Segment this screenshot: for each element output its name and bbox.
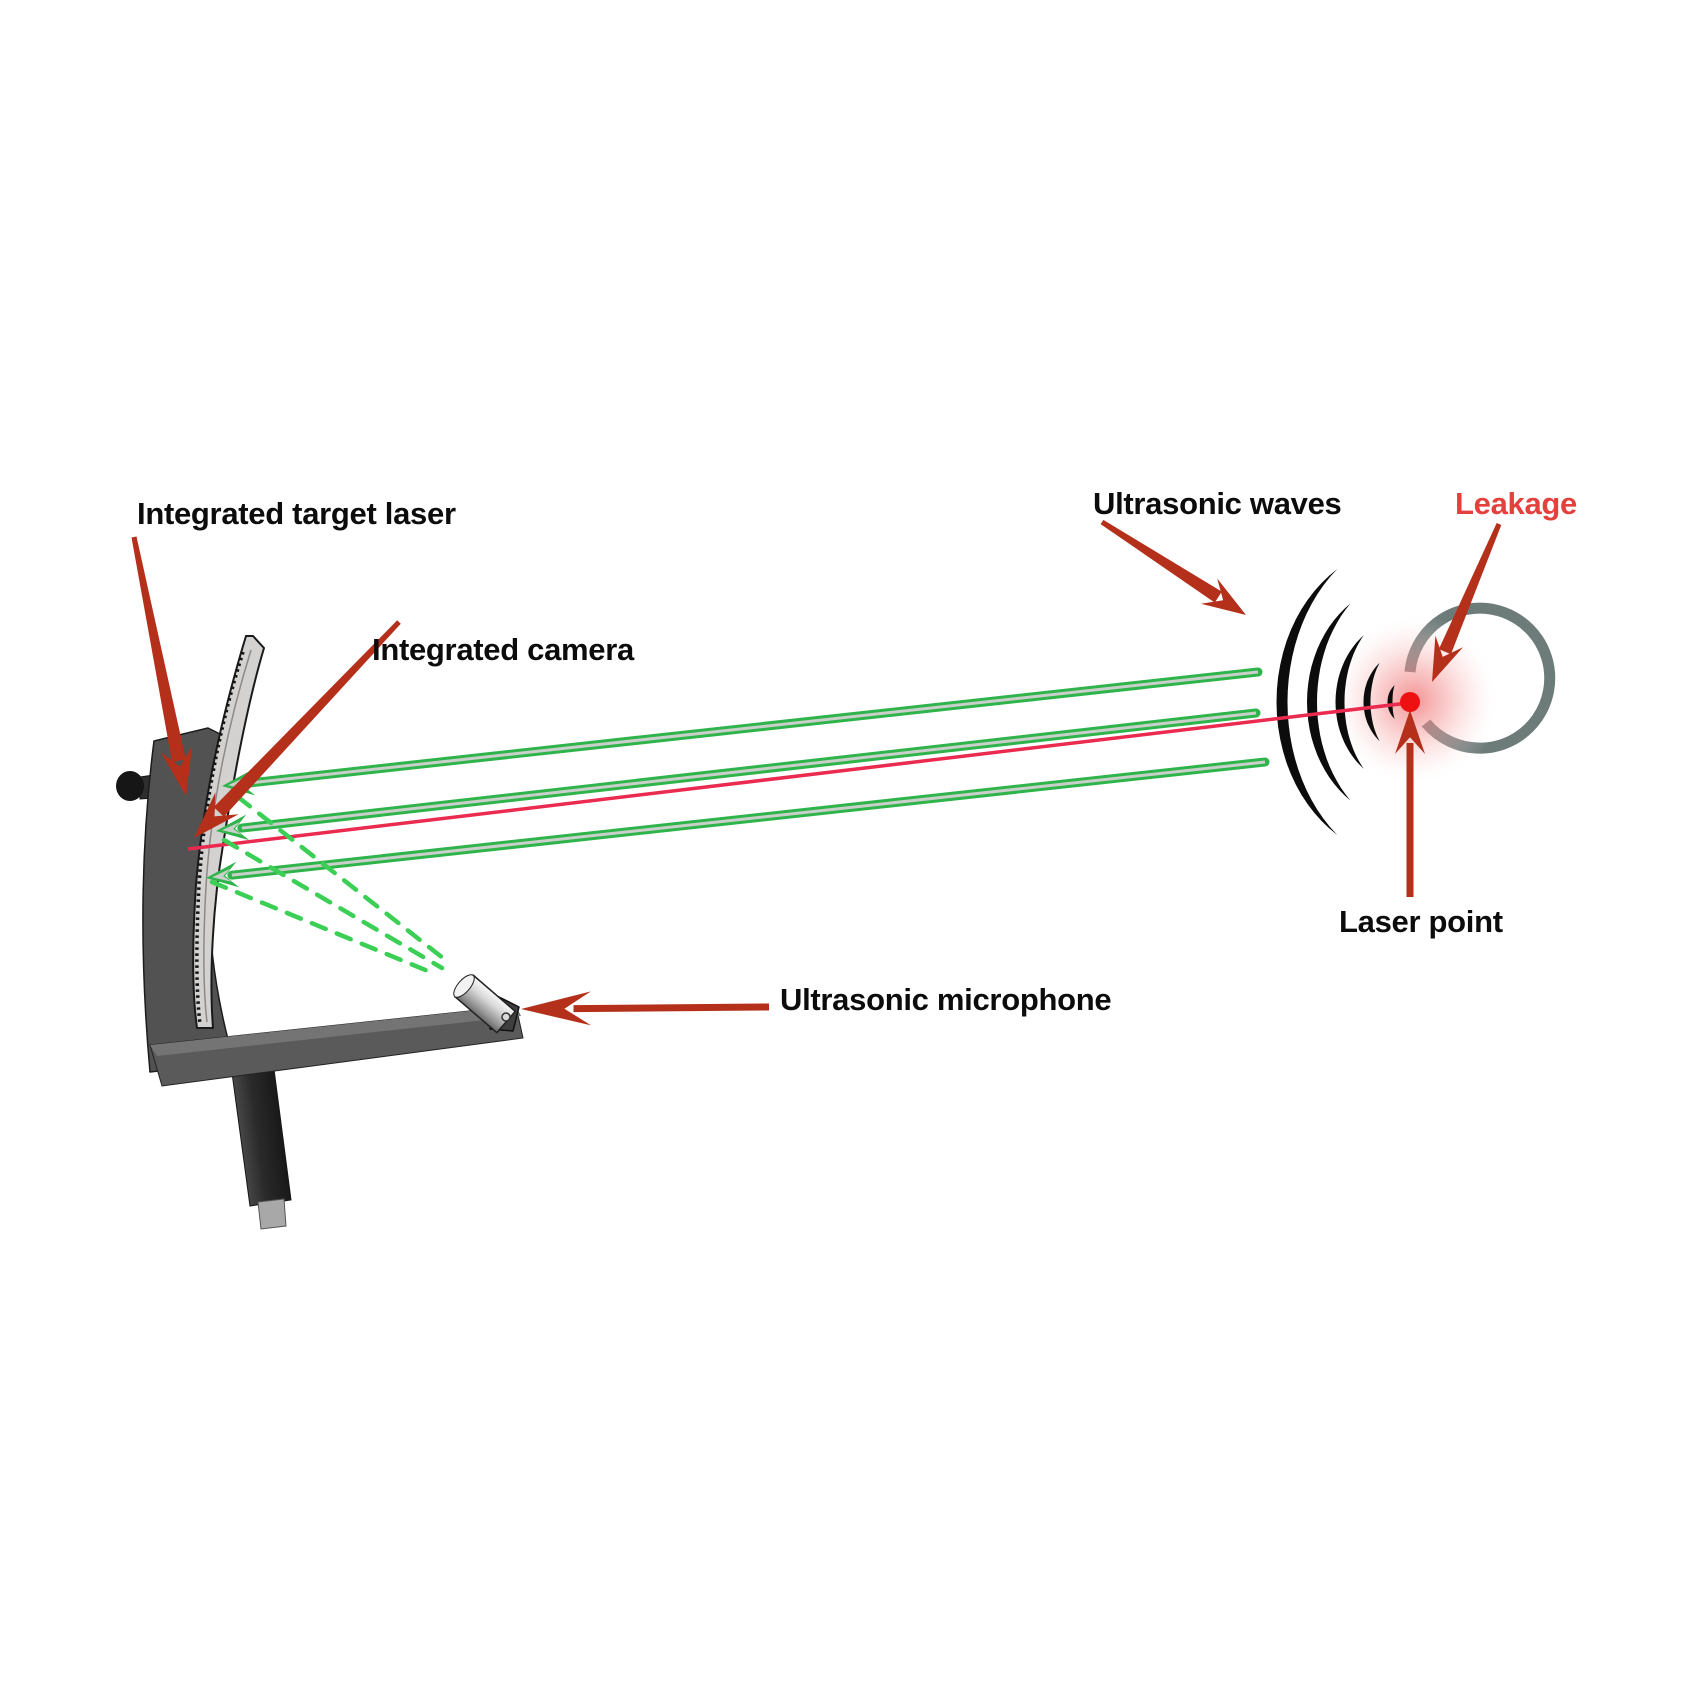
label-integrated-camera: Integrated camera xyxy=(372,632,634,667)
label-leakage: Leakage xyxy=(1455,486,1577,521)
laser-point-pointer-head xyxy=(1395,710,1425,754)
reflected-ray-3 xyxy=(209,879,438,977)
wave-arc-1 xyxy=(1276,568,1338,836)
wave-arc-3 xyxy=(1335,635,1364,769)
waves-pointer-shaft xyxy=(1100,519,1222,603)
ultrasonic-microphone xyxy=(453,974,520,1034)
beam-arrowhead-core xyxy=(222,821,242,835)
microphone-pointer-shaft xyxy=(573,1003,769,1013)
beam-shaft-core xyxy=(247,670,1259,785)
wave-arc-2 xyxy=(1307,603,1351,801)
wave-arc-5 xyxy=(1387,685,1395,719)
reflector-dish xyxy=(192,635,265,1029)
label-ultrasonic-waves: Ultrasonic waves xyxy=(1093,486,1342,521)
target-laser-pointer-shaft xyxy=(131,536,186,763)
label-laser-point: Laser point xyxy=(1339,904,1503,939)
waves-pointer-head xyxy=(1200,578,1246,615)
ultrasonic-wave-arcs xyxy=(1276,568,1395,836)
leakage-pointer-shaft xyxy=(1438,523,1502,655)
reflected-ray-1 xyxy=(235,794,451,965)
label-integrated-target-laser: Integrated target laser xyxy=(137,496,456,531)
beam-arrowhead-core xyxy=(212,868,232,882)
ultrasound-beam-3 xyxy=(206,757,1270,888)
adjustment-knob xyxy=(116,771,144,801)
dish-inner-edge xyxy=(203,649,252,1023)
target-laser-pointer-head xyxy=(160,745,193,796)
support-post xyxy=(229,1053,292,1207)
camera-pointer-shaft xyxy=(213,620,401,817)
microphone-pointer-head xyxy=(521,991,592,1026)
microphone-pointer xyxy=(521,991,769,1026)
leakage-pointer xyxy=(1432,523,1502,682)
dish-mesh-edge xyxy=(195,651,245,1025)
camera-pointer-head xyxy=(194,792,239,838)
beam-shaft-core xyxy=(231,760,1266,877)
beam-shaft-core xyxy=(241,711,1257,830)
label-ultrasonic-microphone: Ultrasonic microphone xyxy=(780,982,1112,1017)
laser-beam-line xyxy=(187,701,1409,851)
detector-support xyxy=(116,635,524,1230)
mic-tip-cap xyxy=(453,974,475,998)
ultrasound-beam-2 xyxy=(216,708,1261,841)
reflected-ray-2 xyxy=(221,837,445,971)
laser-point-dot xyxy=(1400,692,1420,712)
wave-arc-4 xyxy=(1363,662,1380,742)
laser-point-pointer xyxy=(1395,710,1425,897)
target-laser-pointer xyxy=(131,536,193,796)
support-beam-top xyxy=(150,1006,521,1056)
mic-screw xyxy=(501,1012,511,1022)
camera-pointer xyxy=(194,620,401,838)
leakage-pointer-head xyxy=(1432,635,1463,682)
waves-pointer xyxy=(1100,519,1246,615)
support-post-tip xyxy=(257,1198,287,1230)
laser-point-pointer-shaft xyxy=(1406,743,1414,897)
